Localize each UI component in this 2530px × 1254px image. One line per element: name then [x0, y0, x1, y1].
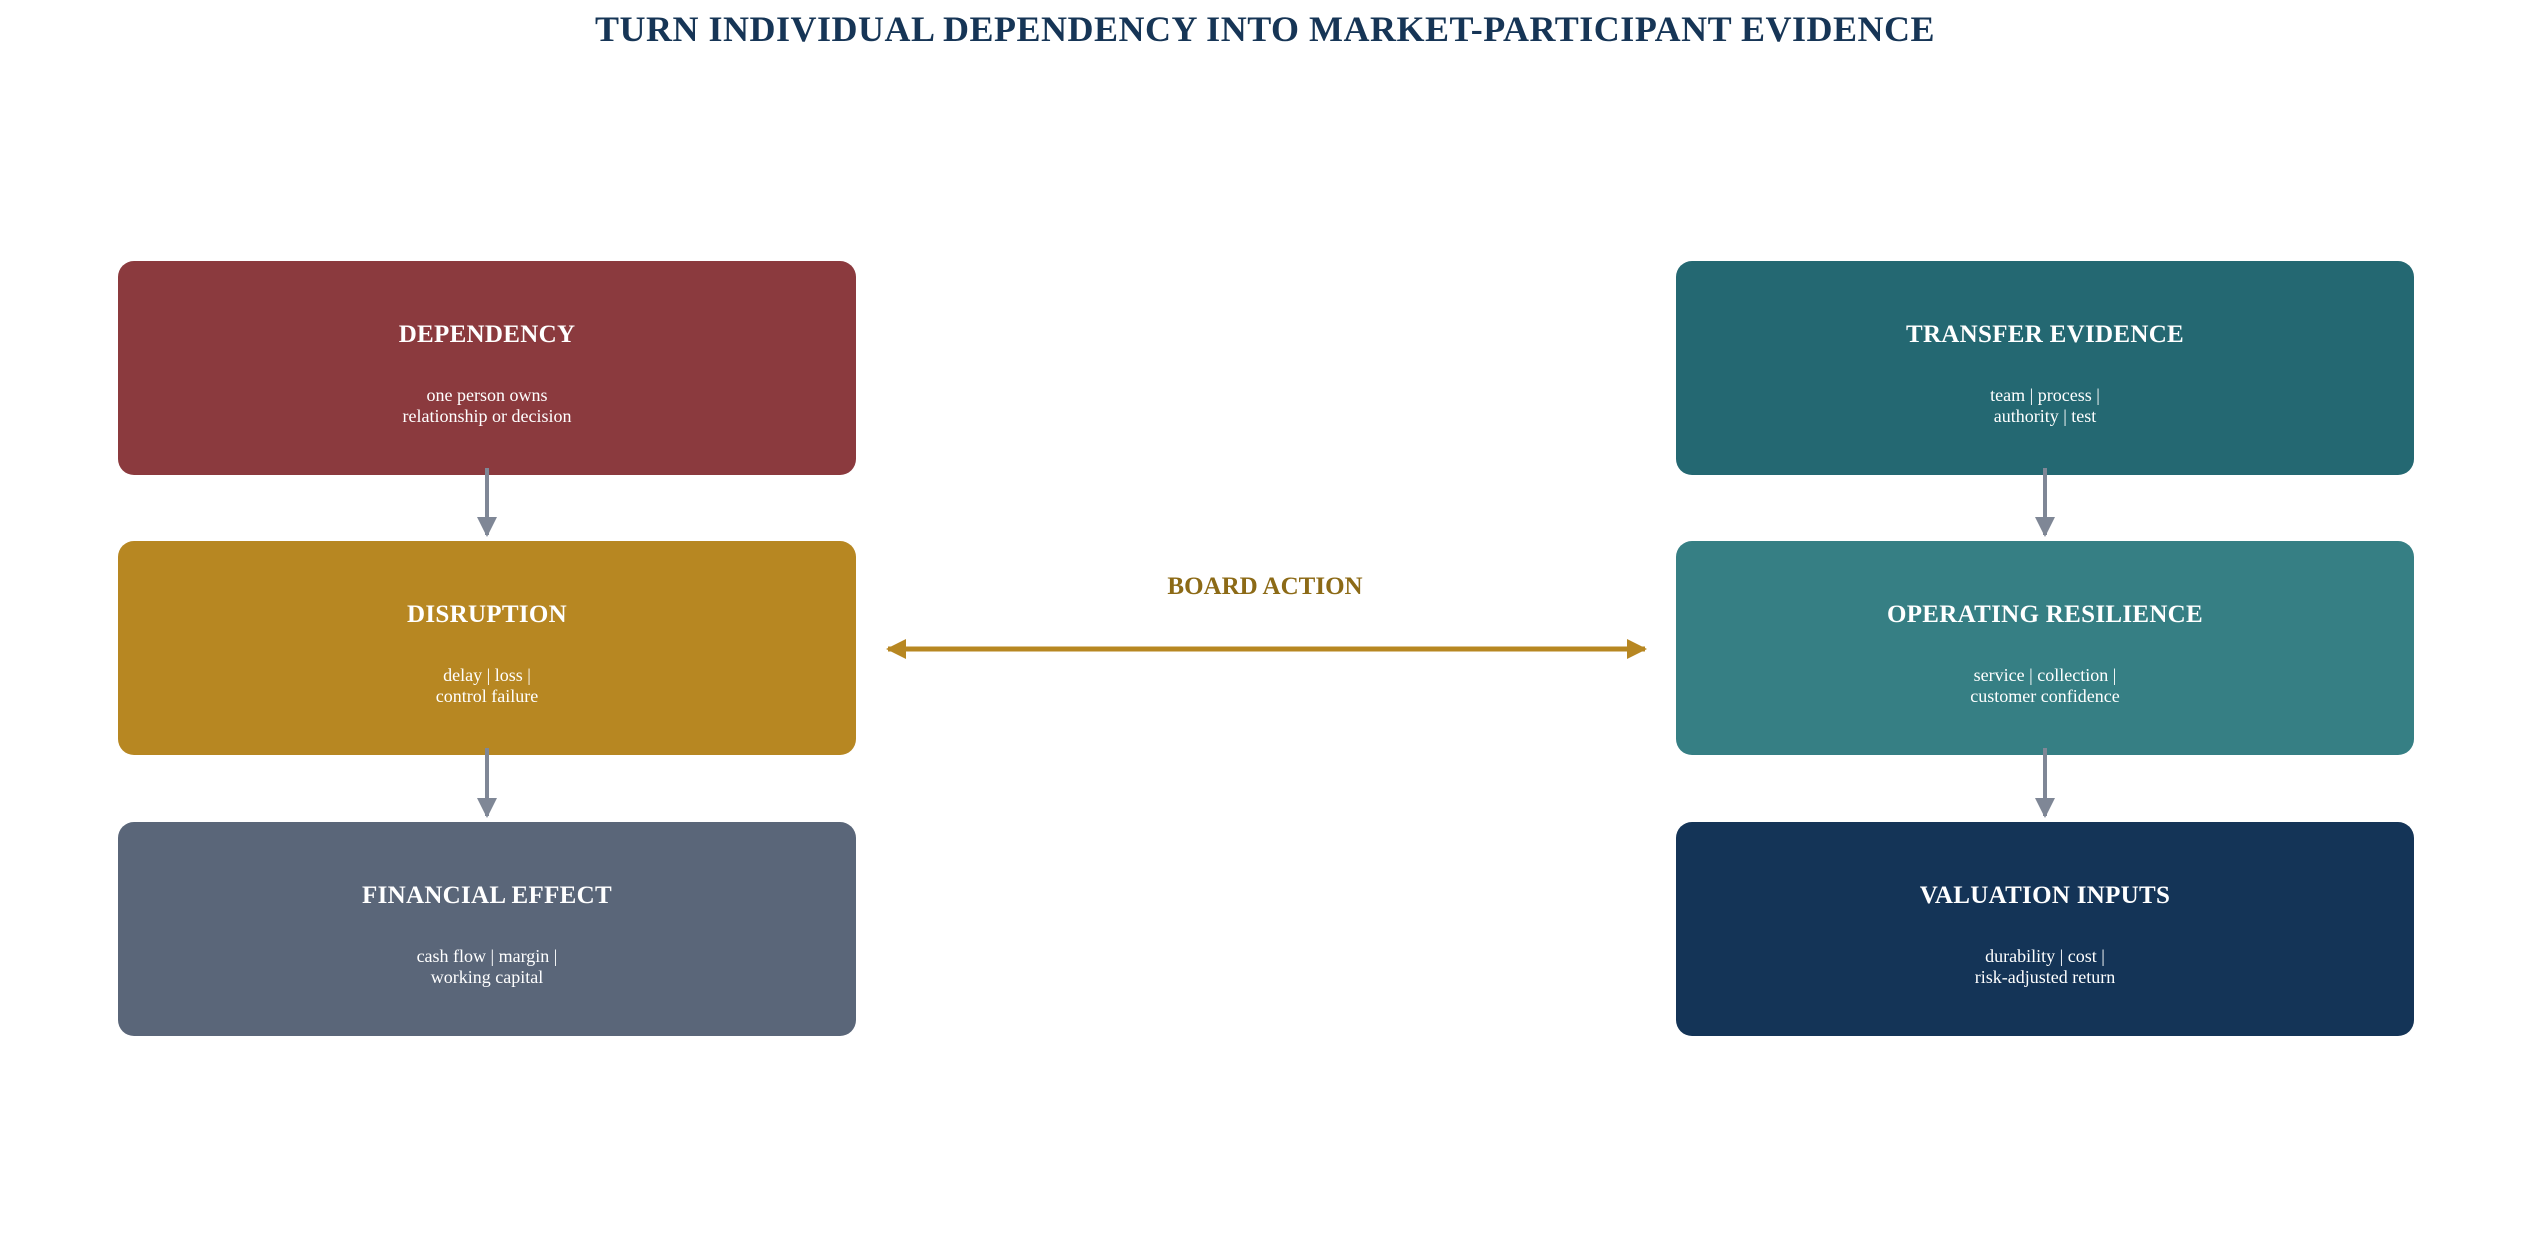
transfer-evidence-title: TRANSFER EVIDENCE — [1905, 321, 2185, 348]
disruption-title: DISRUPTION — [407, 601, 567, 628]
financial-effect-title: FINANCIAL EFFECT — [362, 882, 612, 909]
financial-effect-line-2: working capital — [430, 967, 544, 987]
financial-effect-description: cash flow | margin | working capital — [118, 946, 856, 988]
dependency-box: DEPENDENCY one person owns relationship … — [118, 261, 856, 475]
page-title: TURN INDIVIDUAL DEPENDENCY INTO MARKET-P… — [594, 9, 1936, 49]
transfer-evidence-description: team | process | authority | test — [1676, 385, 2414, 427]
operating-resilience-title: OPERATING RESILIENCE — [1886, 601, 2204, 628]
valuation-inputs-description: durability | cost | risk-adjusted return — [1676, 946, 2414, 988]
operating-resilience-description: service | collection | customer confiden… — [1676, 665, 2414, 707]
transfer-evidence-box: TRANSFER EVIDENCE team | process | autho… — [1676, 261, 2414, 475]
disruption-line-2: control failure — [435, 686, 539, 706]
disruption-description: delay | loss | control failure — [118, 665, 856, 707]
dependency-line-1: one person owns — [426, 385, 548, 405]
valuation-inputs-line-2: risk-adjusted return — [1974, 967, 2116, 987]
dependency-title: DEPENDENCY — [398, 321, 576, 348]
disruption-box: DISRUPTION delay | loss | control failur… — [118, 541, 856, 755]
dependency-line-2: relationship or decision — [402, 406, 572, 426]
financial-effect-box: FINANCIAL EFFECT cash flow | margin | wo… — [118, 822, 856, 1036]
disruption-line-1: delay | loss | — [443, 665, 531, 685]
operating-resilience-line-1: service | collection | — [1973, 665, 2117, 685]
valuation-inputs-title: VALUATION INPUTS — [1919, 882, 2171, 909]
transfer-evidence-line-1: team | process | — [1990, 385, 2100, 405]
transfer-evidence-line-2: authority | test — [1993, 406, 2097, 426]
valuation-inputs-box: VALUATION INPUTS durability | cost | ris… — [1676, 822, 2414, 1036]
operating-resilience-line-2: customer confidence — [1970, 686, 2120, 706]
valuation-inputs-line-1: durability | cost | — [1985, 946, 2105, 966]
financial-effect-line-1: cash flow | margin | — [416, 946, 558, 966]
operating-resilience-box: OPERATING RESILIENCE service | collectio… — [1676, 541, 2414, 755]
dependency-description: one person owns relationship or decision — [118, 385, 856, 427]
board-action-label: BOARD ACTION — [1167, 573, 1363, 600]
